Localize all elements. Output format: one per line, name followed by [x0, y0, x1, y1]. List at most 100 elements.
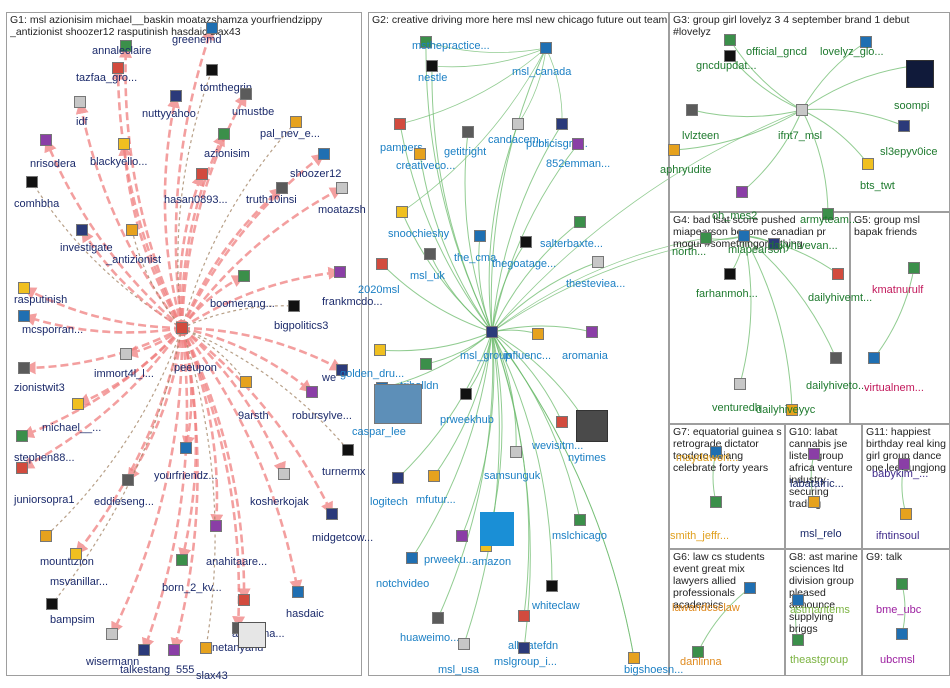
node-label: candacem...	[488, 134, 548, 146]
node-label: bigshoesn...	[624, 664, 684, 676]
edge	[801, 108, 905, 127]
avatar-icon	[710, 496, 722, 508]
avatar-icon	[572, 138, 584, 150]
avatar-icon	[376, 258, 388, 270]
edge	[477, 235, 493, 333]
avatar-icon	[540, 42, 552, 54]
node-label: moatazsh	[318, 204, 366, 216]
avatar-icon	[868, 352, 880, 364]
edge	[177, 69, 213, 329]
node-label: mounttzion	[40, 556, 94, 568]
avatar-icon	[574, 514, 586, 526]
avatar-icon	[176, 322, 188, 334]
edge	[490, 47, 547, 333]
node-label: armyteam...	[800, 214, 859, 226]
edge	[411, 331, 493, 559]
group-title: G1: msl azionisim michael__baskin moataz…	[10, 14, 323, 38]
node-label: mfutur...	[416, 494, 456, 506]
avatar-icon	[206, 22, 218, 34]
avatar-icon	[896, 578, 908, 590]
avatar-icon	[238, 270, 250, 282]
node-label: stephen88...	[14, 452, 75, 464]
group-title: G5: group msl bapak friends	[854, 214, 920, 238]
edge	[44, 138, 183, 329]
avatar-icon	[40, 530, 52, 542]
avatar-icon	[278, 468, 290, 480]
node-label: getitright	[444, 146, 487, 158]
avatar-icon	[822, 208, 834, 220]
edge	[110, 327, 184, 636]
edge	[431, 47, 547, 68]
avatar-icon	[238, 594, 250, 606]
avatar-icon	[574, 216, 586, 228]
node-label: shoozer12	[290, 168, 342, 180]
node-label: bme_ubc	[876, 604, 922, 616]
node-label: mcsporran...	[22, 324, 84, 336]
avatar-icon	[700, 232, 712, 244]
soompi-star-icon	[906, 60, 934, 88]
avatar-icon	[336, 364, 348, 376]
avatar-icon	[240, 376, 252, 388]
edge	[463, 331, 500, 645]
node-label: notchvideo	[376, 578, 430, 590]
avatar-icon	[394, 118, 406, 130]
edge	[491, 109, 803, 333]
node-label: amazon	[472, 556, 512, 568]
node-label: msthepractice...	[412, 40, 490, 52]
avatar-icon	[830, 352, 842, 364]
node-label: azionisim	[204, 148, 250, 160]
avatar-icon	[306, 386, 318, 398]
edge	[545, 47, 563, 125]
avatar-icon	[420, 358, 432, 370]
avatar-icon	[734, 378, 746, 390]
avatar-icon	[200, 642, 212, 654]
group-box-g1: G1: msl azionisim michael__baskin moataz…	[6, 12, 362, 676]
avatar-icon	[512, 118, 524, 130]
avatar-icon	[692, 646, 704, 658]
avatar-icon	[16, 430, 28, 442]
avatar-icon	[738, 230, 750, 242]
avatar-icon	[18, 362, 30, 374]
avatar-icon	[374, 344, 386, 356]
edge	[741, 109, 803, 193]
edge	[170, 327, 199, 652]
edge	[180, 152, 326, 329]
node-label: truth10insi	[246, 194, 297, 206]
avatar-icon	[26, 176, 38, 188]
avatar-icon	[120, 348, 132, 360]
node-label: anahitaare...	[206, 556, 268, 568]
avatar-icon	[900, 508, 912, 520]
edge	[22, 313, 183, 334]
avatar-icon	[122, 474, 134, 486]
node-label: we	[322, 372, 337, 384]
avatar-icon	[462, 126, 474, 138]
edge	[491, 331, 519, 453]
avatar-icon	[74, 96, 86, 108]
group-title: G6: law cs students event great mix lawy…	[673, 551, 765, 611]
node-label: eddieseng...	[94, 496, 154, 508]
avatar-icon	[474, 230, 486, 242]
edge	[464, 131, 493, 333]
node-label: mslchicago	[552, 530, 608, 542]
edge	[491, 221, 581, 333]
edge	[729, 39, 803, 111]
avatar-icon	[396, 206, 408, 218]
avatar-icon	[896, 628, 908, 640]
node-label: juniorsopra1	[14, 494, 75, 506]
edge	[399, 47, 547, 125]
edge	[429, 65, 493, 333]
edge	[517, 47, 547, 125]
node-label: prweeku...	[424, 554, 475, 566]
node-label: idf	[76, 116, 88, 128]
edge	[180, 187, 283, 329]
edge	[488, 123, 519, 333]
edge	[397, 331, 493, 479]
avatar-icon	[520, 236, 532, 248]
edge	[180, 132, 226, 329]
edge	[180, 327, 303, 594]
edge	[491, 123, 563, 333]
node-label: boomerang...	[210, 298, 275, 310]
edge	[141, 327, 189, 652]
node-label: annaleclaire	[92, 45, 152, 57]
amazon-logo-icon	[480, 512, 514, 546]
